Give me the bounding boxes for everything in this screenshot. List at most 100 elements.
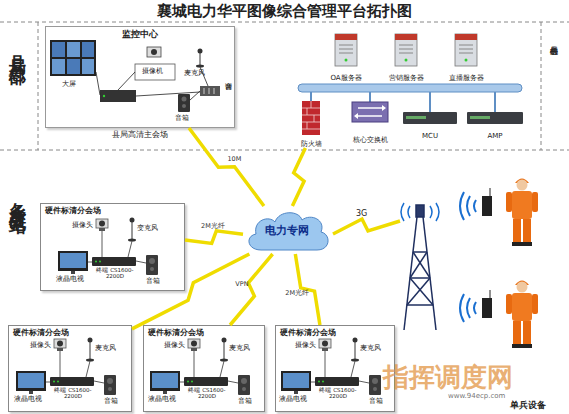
divider-lines bbox=[0, 150, 569, 151]
text-label: 终端 CS1600-2200D bbox=[182, 387, 232, 400]
machine-room-equipment bbox=[467, 112, 523, 124]
text-label: 液晶电视 bbox=[14, 396, 42, 403]
lightning-link bbox=[185, 231, 243, 244]
text-label: 变克风 bbox=[137, 224, 158, 232]
text-label: 单兵设备 bbox=[510, 400, 546, 410]
divider-lines bbox=[38, 22, 39, 150]
region-label: 县局总部 bbox=[8, 42, 28, 58]
text-label: 摄像机 bbox=[142, 67, 163, 75]
monitor-room-equipment bbox=[204, 88, 205, 94]
text-label: 液晶电视 bbox=[279, 396, 307, 403]
machine-room-equipment bbox=[369, 92, 371, 102]
link-label: 10M bbox=[227, 155, 241, 163]
text-label: 麦克风 bbox=[184, 69, 205, 77]
monitor-room-equipment bbox=[82, 59, 94, 74]
node-title: MCU bbox=[388, 132, 472, 140]
machine-room-equipment bbox=[314, 115, 315, 122]
text-label: www.94ecp.com bbox=[448, 392, 505, 400]
text-label: 音箱 bbox=[146, 277, 160, 285]
illustration bbox=[460, 179, 538, 247]
diagram-title: 襄城电力华平图像综合管理平台拓扑图 bbox=[0, 2, 569, 21]
radio-tower bbox=[410, 278, 433, 305]
text-label: 终端 CS1600-2200D bbox=[313, 387, 363, 400]
monitor-room-equipment bbox=[178, 94, 190, 112]
machine-room-equipment bbox=[335, 34, 357, 66]
network-cloud: 电力专网 bbox=[243, 206, 331, 254]
link-label: 2M光纤 bbox=[285, 289, 309, 298]
radio-tower bbox=[423, 217, 436, 330]
monitor-room-equipment bbox=[182, 104, 186, 108]
text-label: 音箱 bbox=[104, 397, 118, 405]
monitor-room-equipment bbox=[52, 59, 65, 74]
text-label: 麦克风 bbox=[95, 344, 116, 352]
monitor-room-equipment bbox=[209, 88, 210, 94]
node-caption: 县局高清主会场 bbox=[26, 130, 254, 140]
monitor-room-equipment bbox=[67, 42, 80, 57]
node-title: 核心交换机 bbox=[332, 136, 408, 144]
text-label: 麦克风 bbox=[229, 344, 250, 352]
node-title: 营销服务器 bbox=[374, 74, 438, 82]
node-title: AMP bbox=[452, 132, 538, 140]
node-title: 监控中心 bbox=[46, 29, 234, 40]
machine-room-equipment bbox=[470, 116, 490, 119]
radio-tower bbox=[413, 252, 430, 278]
monitor-room-equipment bbox=[50, 40, 220, 112]
radio-tower bbox=[407, 278, 430, 305]
text-label: 音箱 bbox=[175, 114, 189, 122]
lightning-link bbox=[132, 254, 249, 329]
text-label: 摄像头 bbox=[30, 341, 51, 349]
machine-room-equipment bbox=[302, 101, 320, 129]
machine-room-equipment bbox=[403, 112, 457, 124]
monitor-room-equipment bbox=[52, 42, 65, 57]
amp-node: AMP bbox=[464, 106, 526, 140]
monitor-room-equipment bbox=[200, 86, 220, 96]
machine-room-equipment bbox=[302, 129, 320, 130]
monitor-room-equipment bbox=[200, 53, 201, 66]
machine-room-equipment bbox=[302, 115, 320, 116]
monitor-room-equipment bbox=[118, 72, 135, 90]
illustration bbox=[150, 338, 250, 396]
machine-room-equipment bbox=[429, 92, 431, 112]
region-label: 各乡所变电站 bbox=[8, 188, 28, 206]
machine-room-equipment bbox=[358, 108, 382, 116]
monitor-room-equipment bbox=[182, 97, 187, 102]
monitor-room-equipment bbox=[151, 49, 157, 55]
monitor-room-equipment bbox=[67, 59, 80, 74]
monitor-room-equipment bbox=[50, 40, 96, 76]
machine-room-equipment bbox=[395, 34, 417, 66]
lightning-link bbox=[292, 148, 305, 206]
radio-tower bbox=[413, 251, 427, 253]
switch-node: 核心交换机 bbox=[344, 98, 396, 144]
lightning-link bbox=[189, 128, 264, 206]
machine-room-equipment bbox=[298, 84, 522, 92]
machine-room-equipment bbox=[302, 122, 320, 123]
monitor-room-equipment bbox=[198, 49, 203, 54]
monitor-center-box: 监控中心县局高清主会场 bbox=[45, 26, 235, 128]
wireless-bolt bbox=[333, 219, 400, 234]
radio-tower bbox=[401, 203, 439, 221]
text-label: 3G bbox=[356, 209, 367, 218]
server-node: OA服务器 bbox=[326, 70, 366, 82]
monitor-room-equipment bbox=[136, 92, 200, 96]
text-label: 终端 CS1600-2200D bbox=[48, 387, 98, 400]
illustration bbox=[58, 218, 158, 276]
text-label: 音箱 bbox=[238, 397, 252, 405]
monitor-room-equipment bbox=[100, 90, 136, 102]
radio-tower bbox=[404, 217, 417, 330]
node-title: 硬件标清分会场 bbox=[13, 328, 69, 337]
illustration bbox=[460, 281, 538, 349]
radio-tower bbox=[410, 277, 430, 279]
radio-tower bbox=[407, 304, 433, 306]
monitor-room-equipment bbox=[82, 42, 94, 57]
node-title: 防火墙 bbox=[282, 140, 340, 148]
divider-lines bbox=[0, 22, 569, 23]
machine-room-equipment bbox=[406, 116, 426, 119]
text-label: 液晶电视 bbox=[148, 396, 176, 403]
monitor-room-equipment bbox=[147, 47, 161, 57]
illustration bbox=[16, 338, 116, 396]
monitor-room-equipment bbox=[214, 88, 215, 94]
monitor-room-equipment bbox=[103, 95, 105, 97]
machine-room-equipment bbox=[307, 108, 308, 115]
node-title: 直播服务器 bbox=[434, 74, 498, 82]
